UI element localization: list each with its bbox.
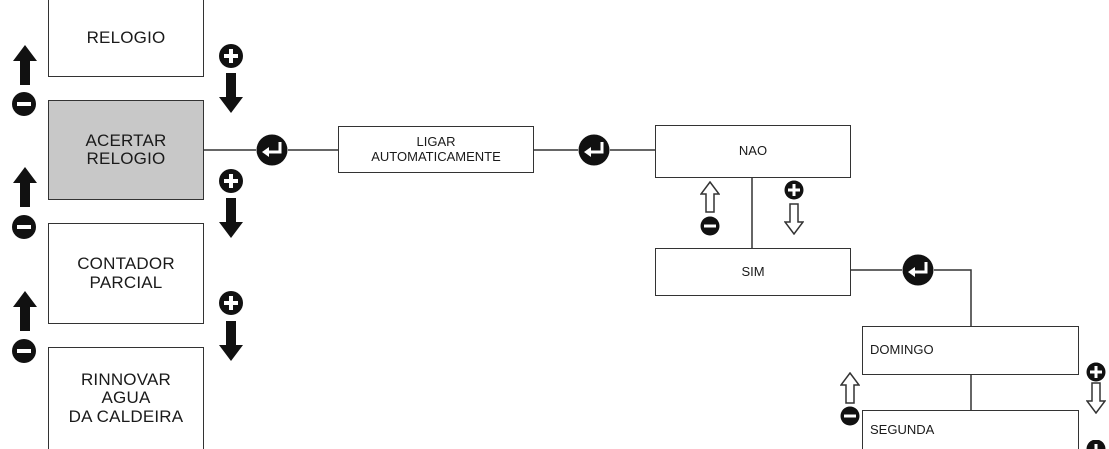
option-ligar-automaticamente[interactable]: LIGAR AUTOMATICAMENTE — [338, 126, 534, 173]
minus-circle-icon[interactable] — [840, 406, 860, 426]
outline-arrow-up-icon — [700, 181, 720, 213]
plus-circle-icon[interactable] — [784, 180, 804, 200]
option-nao[interactable]: NAO — [655, 125, 851, 178]
option-label: NAO — [738, 143, 768, 159]
arrow-down-icon — [219, 73, 243, 113]
menu-item-acertar-relogio[interactable]: ACERTAR RELOGIO — [48, 100, 204, 200]
outline-arrow-up-icon — [840, 372, 860, 404]
option-segunda[interactable]: SEGUNDA — [862, 410, 1079, 449]
menu-item-contador-parcial[interactable]: CONTADOR PARCIAL — [48, 223, 204, 324]
enter-icon[interactable] — [578, 134, 610, 166]
plus-circle-icon[interactable] — [218, 43, 244, 69]
option-label: LIGAR AUTOMATICAMENTE — [371, 134, 501, 164]
menu-item-relogio[interactable]: RELOGIO — [48, 0, 204, 77]
option-label: DOMINGO — [870, 342, 934, 358]
menu-item-label: ACERTAR RELOGIO — [85, 130, 167, 168]
option-label: SIM — [741, 263, 765, 279]
menu-item-label: CONTADOR PARCIAL — [77, 254, 175, 292]
plus-circle-icon[interactable] — [1086, 362, 1106, 382]
option-label: SEGUNDA — [870, 421, 935, 437]
option-domingo[interactable]: DOMINGO — [862, 326, 1079, 375]
menu-item-rinnovar-agua[interactable]: RINNOVAR AGUA DA CALDEIRA — [48, 347, 204, 449]
option-sim[interactable]: SIM — [655, 248, 851, 296]
enter-icon[interactable] — [256, 134, 288, 166]
arrow-up-icon — [13, 167, 37, 207]
menu-item-label: RINNOVAR AGUA DA CALDEIRA — [68, 369, 184, 426]
enter-icon[interactable] — [902, 254, 934, 286]
plus-circle-icon[interactable] — [1086, 440, 1106, 449]
minus-circle-icon[interactable] — [11, 91, 37, 117]
menu-item-label: RELOGIO — [86, 27, 166, 47]
plus-circle-icon[interactable] — [218, 168, 244, 194]
minus-circle-icon[interactable] — [11, 214, 37, 240]
minus-circle-icon[interactable] — [700, 216, 720, 236]
minus-circle-icon[interactable] — [11, 338, 37, 364]
connector-enter-domingo — [934, 269, 972, 326]
arrow-down-icon — [219, 198, 243, 238]
outline-arrow-down-icon — [1086, 382, 1106, 414]
arrow-up-icon — [13, 45, 37, 85]
arrow-up-icon — [13, 291, 37, 331]
arrow-down-icon — [219, 321, 243, 361]
outline-arrow-down-icon — [784, 203, 804, 235]
plus-circle-icon[interactable] — [218, 290, 244, 316]
